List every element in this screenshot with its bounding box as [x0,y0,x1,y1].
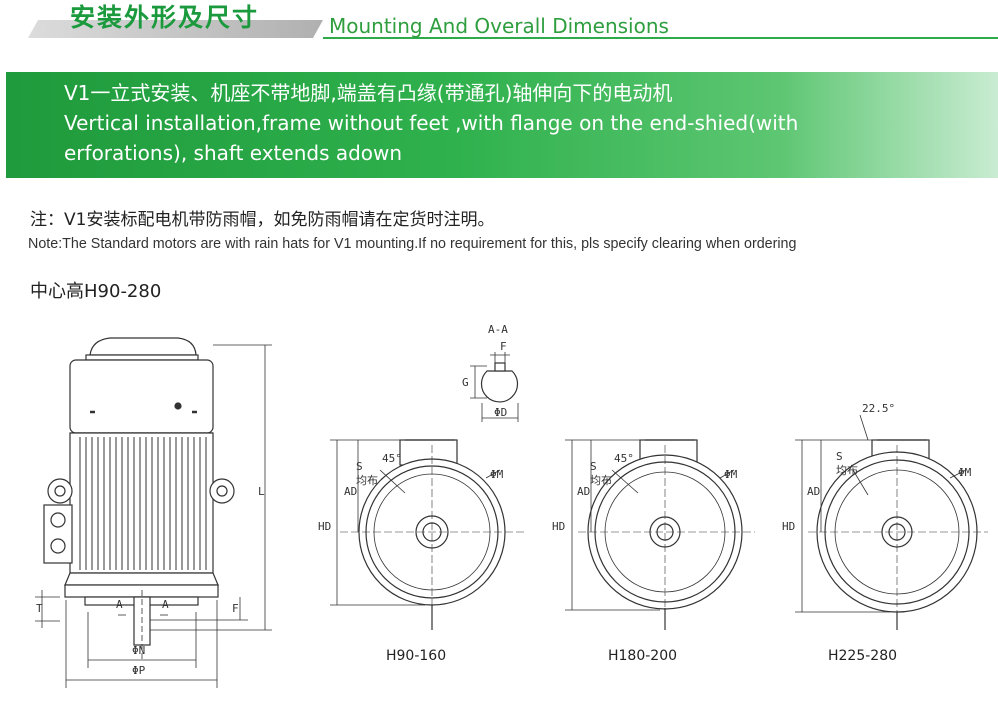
view3-M: ΦM [958,466,972,479]
header: 安装外形及尺寸 Mounting And Overall Dimensions [0,0,998,50]
header-gray-bar [28,20,323,38]
view2-M: ΦM [724,468,738,481]
dim-N: ΦN [132,644,145,657]
dim-P: ΦP [132,664,146,677]
view1-M: ΦM [490,468,504,481]
shaft-section [470,352,519,422]
side-view [35,337,272,688]
view2-AD: AD [577,485,590,498]
view1-AD: AD [344,485,357,498]
view3-AD: AD [807,485,820,498]
view3-S-sub: 均布 [836,464,858,477]
end-view-1 [330,439,525,630]
header-green-line [323,37,998,39]
note-en: Note:The Standard motors are with rain h… [28,236,797,252]
view1-S: S [356,460,363,473]
end-view-2 [565,439,755,630]
banner-line-1: V1一立式安装、机座不带地脚,端盖有凸缘(带通孔)轴伸向下的电动机 [64,81,673,105]
section-title: A-A [488,323,508,336]
header-title-cn: 安装外形及尺寸 [70,3,260,32]
view3-S: S [836,450,843,463]
section-F: F [500,340,507,353]
view2-S: S [590,460,597,473]
center-height-label: 中心高H90-280 [30,281,162,302]
green-banner: V1一立式安装、机座不带地脚,端盖有凸缘(带通孔)轴伸向下的电动机 Vertic… [6,72,998,178]
view3-caption: H225-280 [828,648,897,664]
end-view-3 [795,414,988,630]
view3-HD: HD [782,520,795,533]
dim-A-right: A [162,598,169,611]
note-cn: 注：V1安装标配电机带防雨帽，如免防雨帽请在定货时注明。 [30,210,495,230]
view2-caption: H180-200 [608,648,677,664]
view2-HD: HD [552,520,565,533]
dim-L: L [258,485,265,498]
view1-angle: 45° [382,452,402,465]
view1-HD: HD [318,520,331,533]
header-title-en: Mounting And Overall Dimensions [329,14,669,38]
view2-S-sub: 均布 [590,474,612,487]
dim-T: T [36,602,43,615]
section-G: G [462,376,469,389]
view2-angle: 45° [614,452,634,465]
view1-caption: H90-160 [386,648,446,664]
banner-line-3: erforations), shaft extends adown [64,141,403,165]
section-D: ΦD [494,406,507,419]
dim-F: F [232,602,239,615]
view1-S-sub: 均布 [356,474,378,487]
view3-angle: 22.5° [862,402,895,415]
banner-line-2: Vertical installation,frame without feet… [64,111,799,135]
banner-text: V1一立式安装、机座不带地脚,端盖有凸缘(带通孔)轴伸向下的电动机 Vertic… [64,78,798,168]
dim-A-left: A [116,598,123,611]
